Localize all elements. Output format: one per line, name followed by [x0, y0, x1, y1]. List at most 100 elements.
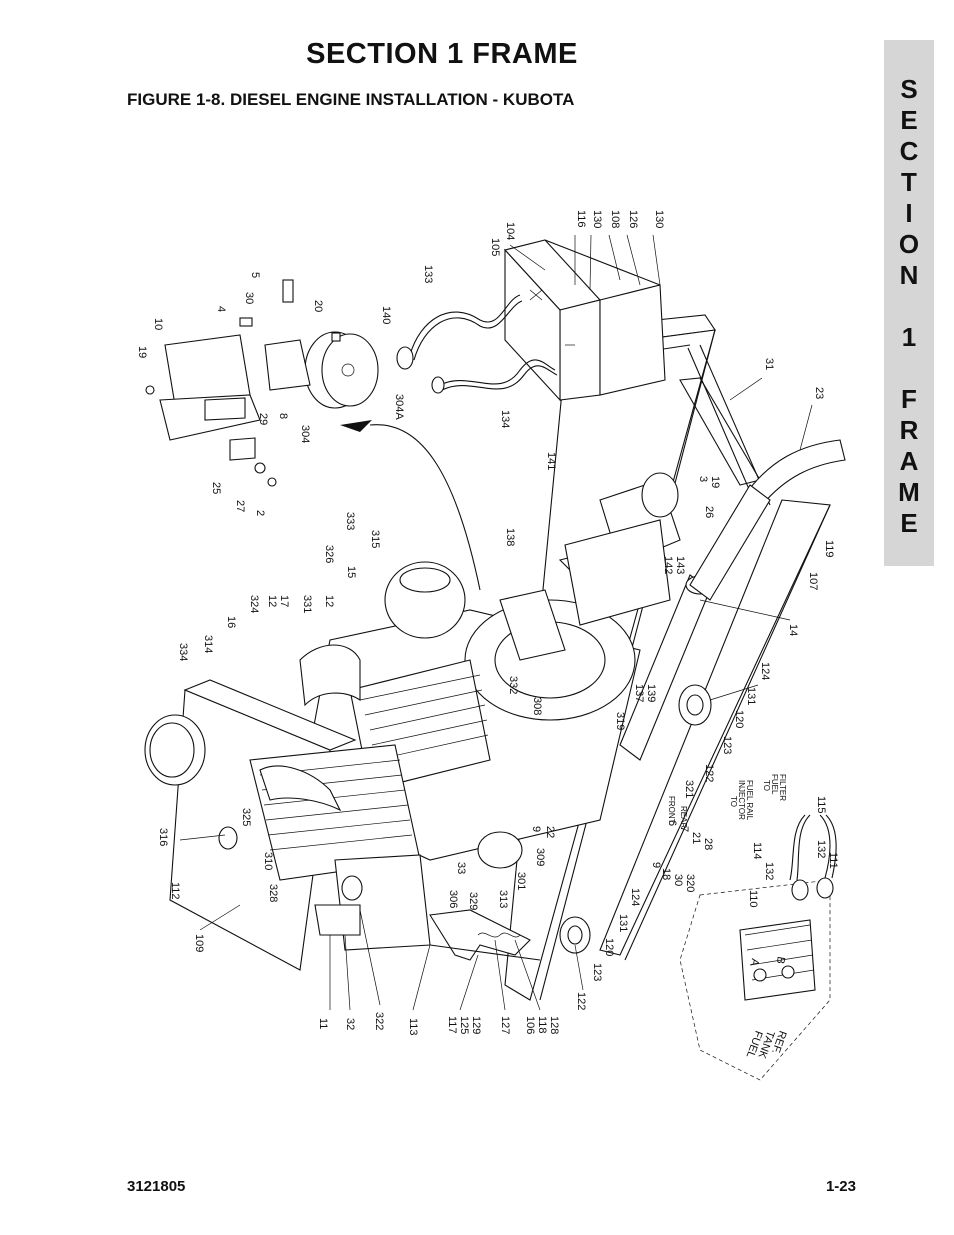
callout: 2: [254, 510, 266, 516]
battery-box: [503, 239, 666, 402]
callout: 316: [157, 828, 169, 846]
callout: 106: [524, 1016, 536, 1034]
mount-bushings: [559, 684, 712, 954]
callout: 140: [380, 306, 392, 324]
side-tab-letter: A: [899, 446, 919, 476]
callout: 315: [369, 530, 381, 548]
callout: 132: [815, 840, 827, 858]
callout: 310: [262, 852, 274, 870]
callout: REAR: [679, 806, 688, 828]
callout: 123: [721, 736, 733, 754]
callout: 126: [627, 210, 639, 228]
callout: 113: [407, 1018, 419, 1036]
callout: 129: [470, 1016, 482, 1034]
callout: 7: [678, 826, 690, 832]
callout: 26: [703, 506, 715, 518]
callout: 325: [240, 808, 252, 826]
callout: 6: [666, 820, 678, 826]
callout: 124: [759, 662, 771, 680]
side-tab-letter: M: [898, 477, 920, 507]
callout: 326: [323, 545, 335, 563]
callout: 132: [763, 862, 775, 880]
callout: 301: [515, 872, 527, 890]
callout: 320: [684, 874, 696, 892]
callout: INJECTOR: [737, 780, 746, 820]
callout: 120: [733, 710, 745, 728]
callout: 139: [645, 684, 657, 702]
callout: 32: [344, 1018, 356, 1030]
callout: 120: [603, 938, 615, 956]
callout: 333: [344, 512, 356, 530]
exploded-detail: [145, 279, 481, 591]
callout: 25: [210, 482, 222, 494]
callout: 3: [697, 476, 709, 482]
callout: 9: [530, 826, 542, 832]
callout: 141: [545, 452, 557, 470]
callout: 115: [815, 796, 827, 814]
callout: 27: [234, 500, 246, 512]
callout: 18: [660, 868, 672, 880]
callout: FUEL RAIL: [745, 780, 754, 821]
side-tab-letter: S: [900, 74, 918, 104]
callout: 17: [278, 595, 290, 607]
callout: 125: [458, 1016, 470, 1034]
callout: 309: [534, 848, 546, 866]
starter-motor: [564, 472, 681, 626]
callout: 116: [575, 210, 587, 228]
side-tab-letter: R: [899, 415, 919, 445]
page-number: 1-23: [825, 1178, 856, 1195]
callout: 22: [544, 826, 556, 838]
side-tab-letter: E: [900, 508, 918, 538]
callout: 133: [422, 265, 434, 283]
callout: 12: [266, 595, 278, 607]
callout: 19: [136, 346, 148, 358]
callout: 30: [672, 874, 684, 886]
callout: 10: [152, 318, 164, 330]
callout: 23: [813, 387, 825, 399]
leader-lines: [179, 234, 813, 1011]
callout: 329: [467, 892, 479, 910]
callout: 324: [248, 595, 260, 613]
callout: 306: [447, 890, 459, 908]
callout: 331: [301, 595, 313, 613]
callout: 8: [277, 413, 289, 419]
throttle-linkage: [429, 909, 541, 961]
callout: FUEL: [770, 774, 779, 795]
callout: 104: [504, 222, 516, 240]
air-cleaner: [314, 854, 431, 951]
side-tab-letter: T: [901, 167, 917, 197]
callout: 28: [702, 838, 714, 850]
callout: 122: [703, 764, 715, 782]
callout: 134: [499, 410, 511, 428]
side-tab-letter: O: [898, 229, 920, 259]
callout: 332: [507, 676, 519, 694]
fuel-line-detail: [679, 814, 837, 1081]
callout: 304A: [393, 394, 405, 420]
callout: 31: [763, 358, 775, 370]
side-tab-letter: N: [899, 260, 919, 290]
battery-cables: [396, 294, 558, 394]
side-tab-letter: E: [900, 105, 918, 135]
callout: FILTER: [778, 774, 787, 801]
callout: FRONT: [667, 796, 676, 824]
callout: 308: [531, 697, 543, 715]
callout: 131: [745, 687, 757, 705]
muffler: [619, 439, 846, 761]
document-number: 3121805: [127, 1178, 186, 1195]
side-tab-letter: I: [905, 198, 913, 228]
section-title: SECTION 1 FRAME: [306, 38, 578, 70]
callout: 108: [609, 210, 621, 228]
callout: 19: [709, 476, 721, 488]
callout: 117: [446, 1016, 458, 1034]
callout: 304: [299, 425, 311, 443]
callout: 128: [548, 1016, 560, 1034]
callout: TO: [729, 796, 738, 807]
callout: 105: [489, 238, 501, 256]
side-tab-letter: 1: [901, 322, 917, 352]
callout: 313: [497, 890, 509, 908]
callout: B: [774, 955, 787, 964]
callout: 334: [177, 643, 189, 661]
callout: 122: [575, 992, 587, 1010]
callout: 319: [614, 712, 626, 730]
